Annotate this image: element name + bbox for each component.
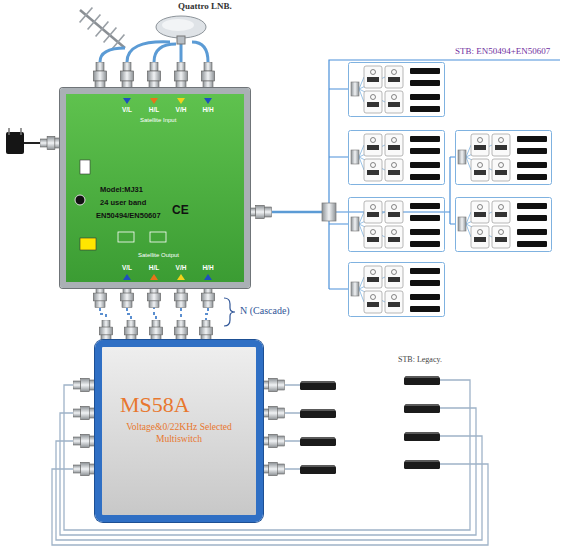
f-connector: [94, 62, 107, 90]
multiswitch-box: MS58A Voltage&0/22KHz Selected Multiswitc…: [95, 340, 263, 522]
f-connector: [121, 286, 134, 308]
port-marker: [150, 274, 158, 280]
f-connector: [175, 286, 188, 308]
f-connector: [73, 463, 97, 476]
group-label: STB: Legacy.: [398, 355, 442, 364]
port-name: V/H: [176, 106, 187, 113]
coax-cable: [154, 44, 176, 62]
f-connector: [202, 62, 215, 90]
group-label: STB: EN50494+EN50607: [455, 46, 550, 56]
dish-reflector: [156, 16, 206, 38]
stb-group: [349, 131, 445, 185]
adapter-prong: [9, 128, 21, 135]
legacy-stb: [404, 460, 440, 469]
stb-group: [349, 198, 445, 252]
port-marker: [123, 274, 131, 280]
f-connector: [125, 320, 138, 342]
panel-icon: [150, 232, 166, 242]
port-marker: [204, 98, 212, 104]
legacy-stb: [404, 376, 440, 385]
indicator-dot: [75, 195, 85, 205]
model-description: Voltage&0/22KHz Selected Multiswitch: [120, 421, 238, 445]
f-connector: [200, 320, 213, 342]
power-connector: [40, 137, 62, 150]
port-marker: [177, 274, 185, 280]
model-name: MS58A: [120, 392, 190, 418]
model-text: EN50494/EN50607: [96, 211, 161, 220]
port-name: H/H: [202, 264, 213, 271]
network-wire: [329, 60, 560, 289]
f-connector: [175, 62, 188, 90]
f-connector: [261, 435, 285, 448]
stb-group: [349, 63, 445, 117]
f-connector: [175, 320, 188, 342]
f-connector: [100, 320, 113, 342]
legacy-stb: [300, 409, 336, 418]
f-connector: [150, 320, 163, 342]
antenna-element: [80, 7, 125, 49]
legacy-stb: [300, 465, 336, 474]
f-connector: [261, 407, 285, 420]
lnb-label: Quattro LNB.: [178, 1, 232, 11]
cascade-label: N (Cascade): [240, 305, 290, 316]
f-connector: [94, 286, 107, 308]
coax-cable: [100, 48, 125, 62]
f-connector: [261, 463, 285, 476]
coax-cable: [272, 211, 322, 214]
ce-mark: CE: [172, 203, 189, 217]
port-name: V/L: [122, 264, 132, 271]
coax-cable: [192, 42, 208, 62]
port-marker: [204, 274, 212, 280]
model-text: 24 user band: [100, 198, 146, 207]
legacy-stb: [300, 437, 336, 446]
dish-shape: [155, 14, 207, 44]
f-connector: [261, 379, 285, 392]
dish-highlight: [162, 19, 194, 31]
legacy-stb: [404, 404, 440, 413]
port-marker: [150, 98, 158, 104]
f-connector: [121, 62, 134, 90]
splitter-symbol: [322, 203, 336, 221]
f-connector: [248, 206, 272, 219]
power-cable: [24, 142, 40, 144]
stb-group: [456, 198, 552, 252]
lnb-dish: Quattro LNB.: [155, 14, 207, 44]
panel-note: Satellite Input: [140, 117, 176, 123]
cascade-line: [100, 308, 208, 322]
f-connector: [73, 435, 97, 448]
legacy-stb: [300, 381, 336, 390]
port-name: H/L: [149, 264, 159, 271]
panel-note: Satellite Output: [138, 252, 179, 258]
f-connector: [148, 286, 161, 308]
port-name: H/L: [149, 106, 159, 113]
stb-wire: [285, 385, 300, 469]
f-connector: [73, 379, 97, 392]
port-name: H/H: [202, 106, 213, 113]
model-text: Model:MJ31: [100, 185, 143, 194]
f-connector: [73, 407, 97, 420]
stb-group: [349, 263, 445, 317]
stb-group: [456, 131, 552, 185]
legacy-stb: [404, 432, 440, 441]
port-marker: [177, 98, 185, 104]
f-connector: [202, 286, 215, 308]
port-marker: [123, 98, 131, 104]
power-adapter: [6, 132, 24, 154]
f-connector: [148, 62, 161, 90]
panel-icon: [80, 160, 90, 174]
cascade-bracket: [224, 298, 235, 326]
panel-icon: [118, 232, 134, 242]
yellow-icon: [80, 238, 96, 250]
lnb-head: [177, 36, 185, 44]
port-name: V/H: [176, 264, 187, 271]
port-name: V/L: [122, 106, 132, 113]
